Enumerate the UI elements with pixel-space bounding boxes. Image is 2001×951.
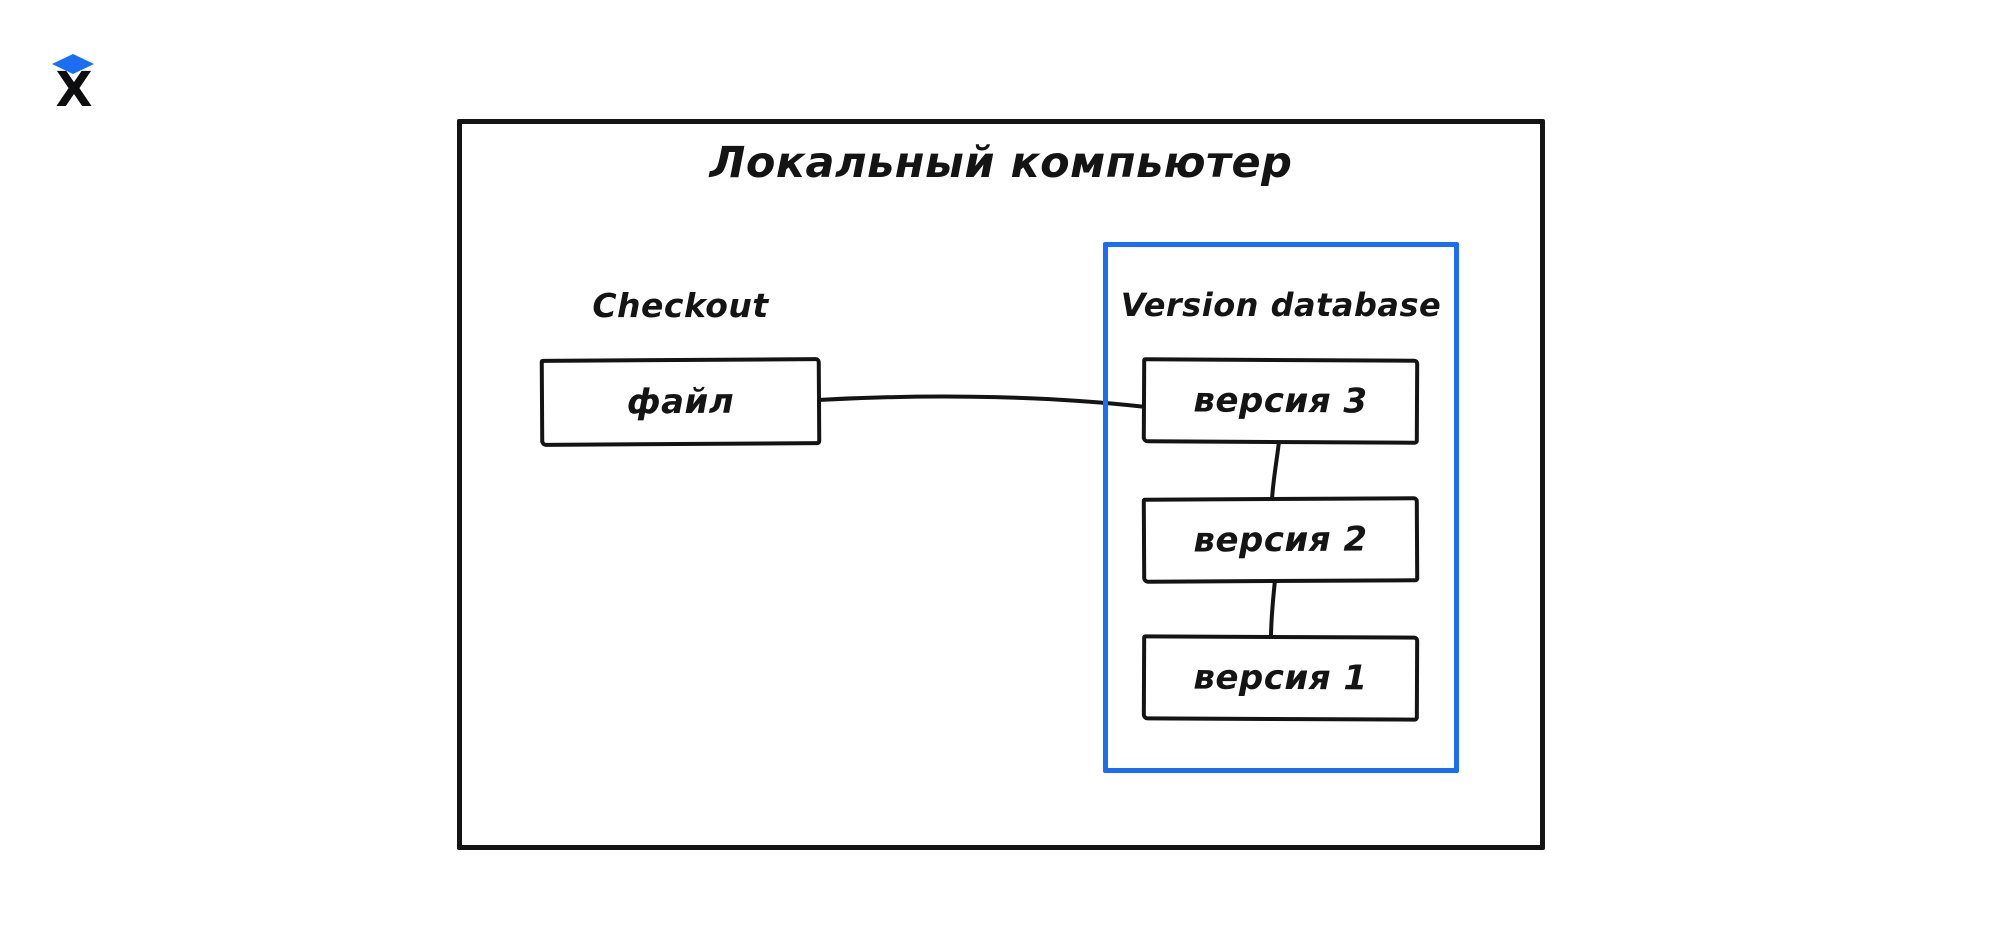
local-computer-title: Локальный компьютер	[709, 138, 1293, 188]
file-box-label: файл	[626, 381, 735, 423]
practicum-logo: X	[50, 50, 98, 118]
file-box: файл	[539, 357, 822, 447]
logo-diamond-icon	[52, 54, 94, 74]
version-3-box: версия 3	[1141, 357, 1420, 445]
version-database-container	[1103, 242, 1459, 773]
checkout-label: Checkout	[592, 286, 769, 325]
version-1-label: версия 1	[1193, 657, 1368, 699]
logo-letter: X	[55, 62, 93, 118]
version-2-box: версия 2	[1141, 496, 1420, 584]
version-database-label: Version database	[1120, 286, 1442, 324]
version-1-box: версия 1	[1141, 634, 1420, 722]
version-3-label: версия 3	[1193, 380, 1368, 422]
version-2-label: версия 2	[1193, 519, 1368, 561]
local-computer-box	[457, 119, 1545, 850]
